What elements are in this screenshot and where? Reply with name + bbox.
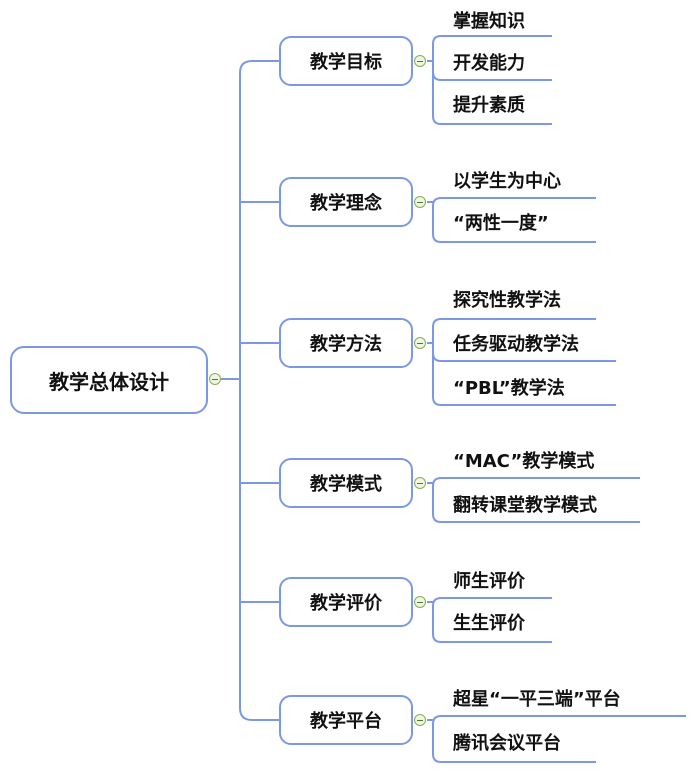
branch-node-models[interactable]: 教学模式 (279, 458, 413, 508)
branch-collapse-icon[interactable] (414, 596, 426, 608)
branch-collapse-icon[interactable] (414, 55, 426, 67)
leaf-label: “PBL”教学法 (453, 378, 565, 399)
leaf-node[interactable]: 翻转课堂教学模式 (433, 484, 597, 524)
leaf-underline (432, 753, 596, 763)
root-node[interactable]: 教学总体设计 (10, 346, 208, 414)
leaf-node[interactable]: 任务驱动教学法 (433, 323, 579, 363)
leaf-node[interactable]: 掌握知识 (433, 0, 525, 40)
leaf-label: 翻转课堂教学模式 (453, 495, 597, 516)
leaf-underline (432, 715, 686, 725)
leaf-underline (432, 115, 552, 125)
leaf-underline (432, 71, 552, 81)
leaf-node[interactable]: 开发能力 (433, 42, 525, 82)
leaf-underline (432, 513, 640, 523)
leaf-label: 超星“一平三端”平台 (453, 689, 621, 710)
branch-label: 教学方法 (310, 334, 382, 355)
branch-node-goals[interactable]: 教学目标 (279, 36, 413, 86)
leaf-node[interactable]: “MAC”教学模式 (433, 440, 594, 480)
branch-collapse-icon[interactable] (414, 477, 426, 489)
branch-label: 教学平台 (310, 711, 382, 732)
leaf-node[interactable]: “两性一度” (433, 202, 549, 242)
leaf-node[interactable]: 超星“一平三端”平台 (433, 678, 621, 718)
branch-collapse-icon[interactable] (414, 714, 426, 726)
leaf-label: 以学生为中心 (453, 171, 561, 192)
branch-connector (239, 60, 279, 74)
leaf-underline (432, 352, 616, 362)
branch-collapse-icon[interactable] (414, 196, 426, 208)
leaf-underline (432, 597, 552, 607)
leaf-label: 生生评价 (453, 613, 525, 634)
branch-collapse-icon[interactable] (414, 337, 426, 349)
leaf-label: 掌握知识 (453, 11, 525, 32)
branch-connector (239, 707, 279, 721)
branch-node-platform[interactable]: 教学平台 (279, 695, 413, 745)
leaf-node[interactable]: 提升素质 (433, 84, 525, 124)
leaf-label: 开发能力 (453, 53, 525, 74)
leaf-node[interactable]: 腾讯会议平台 (433, 722, 561, 762)
leaf-underline (432, 318, 596, 328)
branch-node-evaluation[interactable]: 教学评价 (279, 577, 413, 627)
leaf-label: “两性一度” (453, 213, 549, 234)
branch-node-philosophy[interactable]: 教学理念 (279, 177, 413, 227)
leaf-label: “MAC”教学模式 (453, 451, 595, 472)
root-label: 教学总体设计 (49, 369, 169, 394)
branch-label: 教学目标 (310, 52, 382, 73)
leaf-node[interactable]: 探究性教学法 (433, 279, 561, 319)
leaf-node[interactable]: “PBL”教学法 (433, 367, 565, 407)
leaf-underline (432, 477, 640, 487)
leaf-node[interactable]: 以学生为中心 (433, 160, 561, 200)
leaf-label: 探究性教学法 (453, 290, 561, 311)
leaf-label: 师生评价 (453, 571, 525, 592)
root-collapse-icon[interactable] (209, 373, 221, 385)
leaf-underline (432, 396, 616, 406)
leaf-underline (432, 633, 552, 643)
branch-label: 教学评价 (310, 593, 382, 614)
leaf-label: 提升素质 (453, 95, 525, 116)
leaf-underline (432, 233, 596, 243)
leaf-underline (432, 35, 552, 45)
branch-label: 教学模式 (310, 474, 382, 495)
leaf-label: 腾讯会议平台 (453, 733, 561, 754)
leaf-label: 任务驱动教学法 (453, 334, 579, 355)
branch-label: 教学理念 (310, 193, 382, 214)
leaf-node[interactable]: 师生评价 (433, 560, 525, 600)
branch-node-methods[interactable]: 教学方法 (279, 318, 413, 368)
leaf-node[interactable]: 生生评价 (433, 602, 525, 642)
leaf-underline (432, 197, 596, 207)
